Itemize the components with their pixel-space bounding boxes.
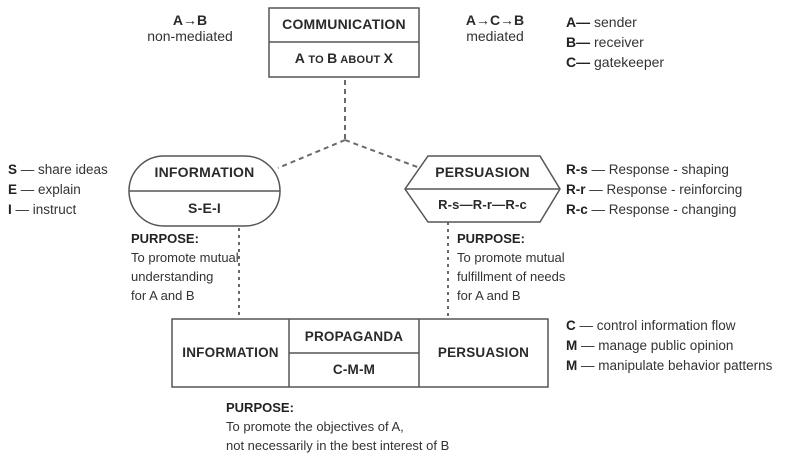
information-code: S-E-I xyxy=(188,200,221,216)
purpose-line: To promote mutual xyxy=(457,250,565,265)
purpose-line: understanding xyxy=(131,269,214,284)
subtitle-b: B xyxy=(327,50,338,66)
communication-title: COMMUNICATION xyxy=(282,16,406,32)
propaganda-legend: C — control information flow M — manage … xyxy=(566,316,772,376)
purpose-line: To promote mutual xyxy=(131,250,239,265)
legend-item: R-s — Response - shaping xyxy=(566,162,729,177)
purpose-line: To promote the objectives of A, xyxy=(226,419,404,434)
legend-item: R-c — Response - changing xyxy=(566,202,737,217)
purpose-line: fulfillment of needs xyxy=(457,269,566,284)
purpose-heading: PURPOSE: xyxy=(226,400,294,415)
persuasion-purpose: PURPOSE: To promote mutual fulfillment o… xyxy=(457,231,565,305)
persuasion-title: PERSUASION xyxy=(435,164,530,180)
mediated-group: A→C→B mediated xyxy=(440,12,550,44)
purpose-line: not necessarily in the best interest of … xyxy=(226,438,450,453)
legend-item: C — control information flow xyxy=(566,318,736,333)
information-purpose: PURPOSE: To promote mutual understanding… xyxy=(131,231,239,305)
propaganda-title: PROPAGANDA xyxy=(304,329,404,344)
legend-item: A— sender xyxy=(566,14,637,30)
propaganda-left-label: INFORMATION xyxy=(182,345,279,360)
propaganda-right-label: PERSUASION xyxy=(437,345,530,360)
mediated-label: mediated xyxy=(466,28,524,44)
roles-legend: A— sender B— receiver C— gatekeeper xyxy=(566,12,664,72)
legend-item: B— receiver xyxy=(566,34,644,50)
mediated-formula: A→C→B xyxy=(465,12,525,28)
legend-item: C— gatekeeper xyxy=(566,54,665,70)
subtitle-about: ABOUT xyxy=(337,54,384,66)
purpose-line: for A and B xyxy=(131,288,195,303)
legend-item: R-r — Response - reinforcing xyxy=(566,182,743,197)
information-title: INFORMATION xyxy=(154,164,255,180)
nonmediated-label: non-mediated xyxy=(147,28,233,44)
subtitle-x: X xyxy=(383,50,394,66)
persuasion-code: R-s—R-r—R-c xyxy=(438,197,527,212)
purpose-line: for A and B xyxy=(457,288,521,303)
communication-subtitle: A TO B ABOUT X xyxy=(269,50,419,66)
propaganda-purpose: PURPOSE: To promote the objectives of A,… xyxy=(226,400,449,455)
purpose-heading: PURPOSE: xyxy=(457,231,525,246)
purpose-heading: PURPOSE: xyxy=(131,231,199,246)
nonmediated-formula: A→B xyxy=(172,12,208,28)
legend-item: M — manipulate behavior patterns xyxy=(566,358,773,373)
legend-item: E — explain xyxy=(8,182,81,197)
connector-to-persuasion xyxy=(344,139,421,169)
legend-item: S — share ideas xyxy=(8,162,108,177)
information-legend: S — share ideas E — explain I — instruct xyxy=(8,160,108,220)
legend-item: M — manage public opinion xyxy=(566,338,734,353)
connector-to-information xyxy=(277,139,346,169)
subtitle-a: A xyxy=(294,50,306,66)
persuasion-legend: R-s — Response - shaping R-r — Response … xyxy=(566,160,742,220)
legend-item: I — instruct xyxy=(8,202,77,217)
subtitle-to: TO xyxy=(305,54,328,66)
propaganda-code: C-M-M xyxy=(332,362,376,377)
nonmediated-group: A→B non-mediated xyxy=(130,12,250,44)
